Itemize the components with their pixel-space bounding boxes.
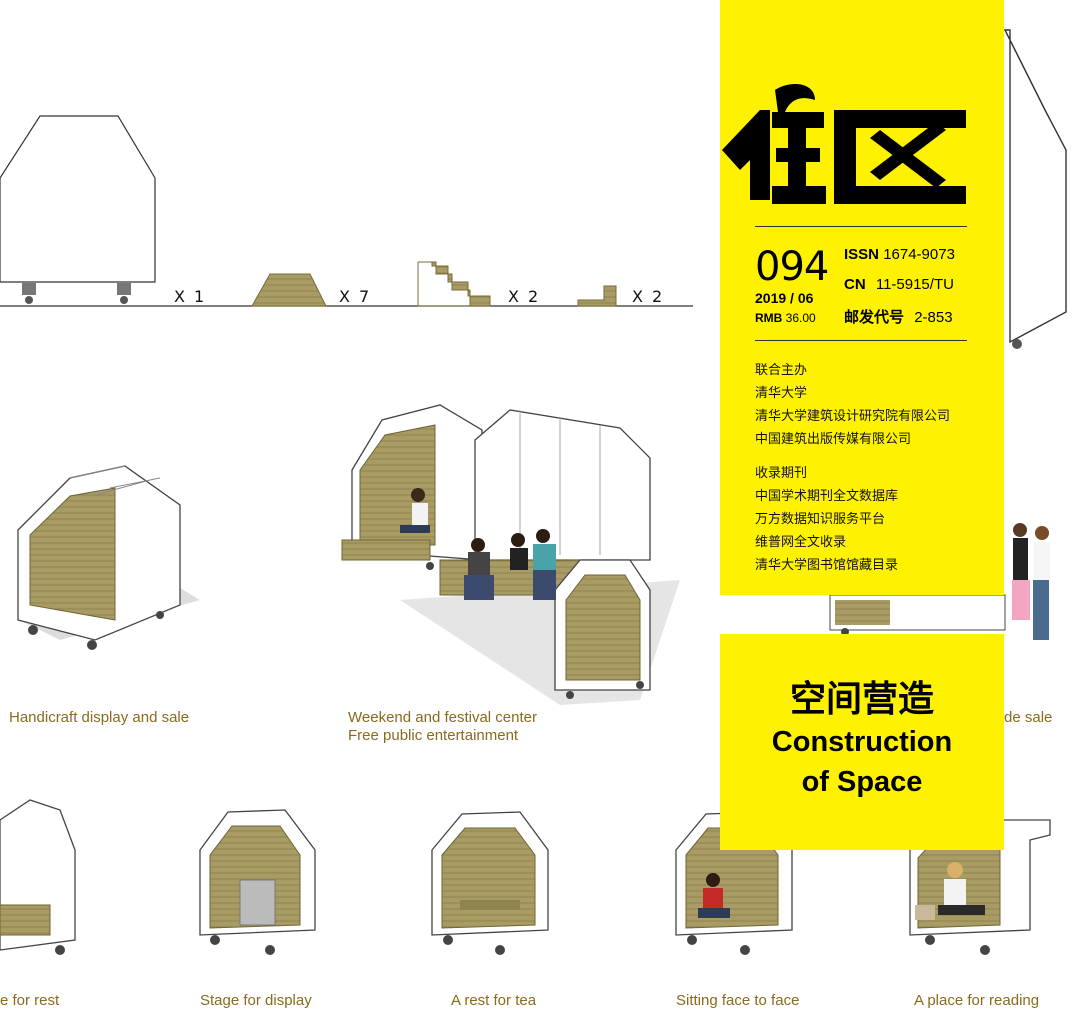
cabin-stage: [199, 809, 316, 955]
cabin-handicraft: [17, 465, 200, 650]
part-count-bench: X 7: [339, 287, 372, 306]
stair-part: [418, 261, 491, 307]
cn-value: 11-5915/TU: [875, 276, 954, 293]
sponsor-heading: 联合主办: [755, 363, 808, 378]
cabin-weekend-group: [341, 404, 680, 705]
caption-weekend-line2: Free public entertainment: [348, 727, 519, 744]
indexed-heading: 收录期刊: [755, 466, 808, 481]
issn-value: 1674-9073: [883, 246, 955, 263]
price-value: 36.00: [785, 311, 816, 325]
parts-elevation: [0, 115, 693, 307]
issue-number: 094: [755, 244, 829, 290]
issue-date: 2019 / 06: [755, 290, 814, 306]
caption-weekend-line1: Weekend and festival center: [348, 709, 538, 726]
caption-handicraft: Handicraft display and sale: [9, 709, 190, 726]
post-code: 邮发代号 2-853: [844, 306, 953, 327]
issn: ISSN 1674-9073: [844, 246, 955, 263]
caption-partial-right: de sale: [1004, 709, 1053, 726]
part-count-cabin: X 1: [174, 287, 207, 306]
cn-label: CN: [844, 276, 866, 293]
caption-stage: Stage for display: [200, 992, 312, 1009]
caption-sitting: Sitting face to face: [676, 992, 800, 1009]
cabin-tea: [431, 811, 549, 955]
post-value: 2-853: [914, 309, 953, 326]
indexed-item: 万方数据知识服务平台: [755, 512, 886, 527]
sponsor-item: 清华大学建筑设计研究院有限公司: [755, 409, 951, 424]
wheel: [117, 283, 131, 295]
caption-tea: A rest for tea: [451, 992, 537, 1009]
section-title-cn: 空间营造: [789, 679, 934, 720]
part-count-stair: X 2: [508, 287, 541, 306]
indexed-item: 维普网全文收录: [755, 535, 847, 550]
section-title-en-line1: Construction: [771, 726, 953, 758]
cabin-right-partial: [1003, 29, 1067, 349]
journal-info-panel: 094 2019 / 06 RMB 36.00 ISSN 1674-9073 C…: [720, 0, 1004, 595]
indexed-item: 中国学术期刊全文数据库: [755, 489, 899, 504]
post-label: 邮发代号: [844, 309, 905, 326]
cabin-right-middle: [829, 523, 1050, 640]
part-count-step: X 2: [632, 287, 665, 306]
cn: CN 11-5915/TU: [844, 276, 954, 293]
price-label: RMB: [755, 311, 783, 325]
issn-label: ISSN: [844, 246, 880, 263]
price: RMB 36.00: [755, 311, 816, 325]
sponsor-item: 清华大学: [755, 386, 808, 401]
journal-logo: [722, 84, 966, 204]
cabin-rest: [0, 799, 76, 955]
cabin-elevation: [0, 115, 156, 283]
wheel: [22, 283, 36, 295]
caption-reading: A place for reading: [914, 992, 1040, 1009]
step-part: [577, 285, 617, 307]
section-title-en-line2: of Space: [801, 766, 923, 798]
bench-part: [251, 273, 327, 307]
caption-rest: e for rest: [0, 992, 60, 1009]
section-title-panel: 空间营造 Construction of Space: [720, 634, 1004, 850]
indexed-item: 清华大学图书馆馆藏目录: [755, 558, 899, 573]
sponsor-item: 中国建筑出版传媒有限公司: [755, 432, 912, 447]
